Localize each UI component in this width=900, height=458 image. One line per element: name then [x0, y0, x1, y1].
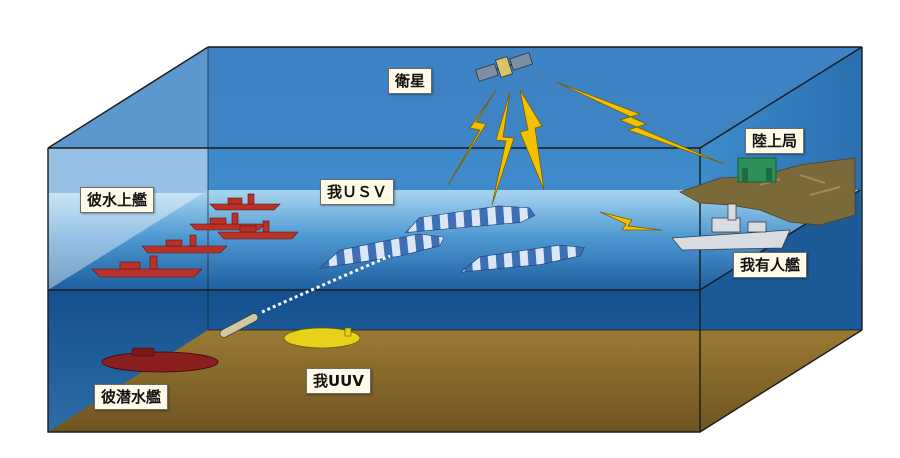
satellite-icon — [475, 52, 533, 82]
torpedo-icon — [219, 313, 259, 338]
box-top-face — [48, 47, 862, 148]
label-enemy-surface: 彼水上艦 — [80, 187, 155, 213]
label-satellite: 衛星 — [388, 68, 433, 94]
label-own-usv: 我ＵＳＶ — [320, 179, 395, 205]
label-ground-station: 陸上局 — [745, 128, 805, 154]
label-own-manned: 我有人艦 — [733, 252, 808, 278]
seabed — [48, 330, 862, 432]
ground-station-icon — [679, 157, 856, 226]
usv-icon — [318, 205, 585, 273]
label-own-uuv: 我UUV — [306, 368, 371, 394]
submarine-icon — [101, 347, 219, 373]
lightning-icon — [447, 81, 725, 231]
uuv-icon — [283, 327, 361, 349]
sea-front-band — [48, 193, 700, 290]
manned-ship-icon — [671, 203, 791, 251]
label-enemy-sub: 彼潜水艦 — [94, 384, 169, 410]
torpedo-wake — [261, 254, 391, 314]
enemy-ship-icon — [91, 193, 299, 278]
